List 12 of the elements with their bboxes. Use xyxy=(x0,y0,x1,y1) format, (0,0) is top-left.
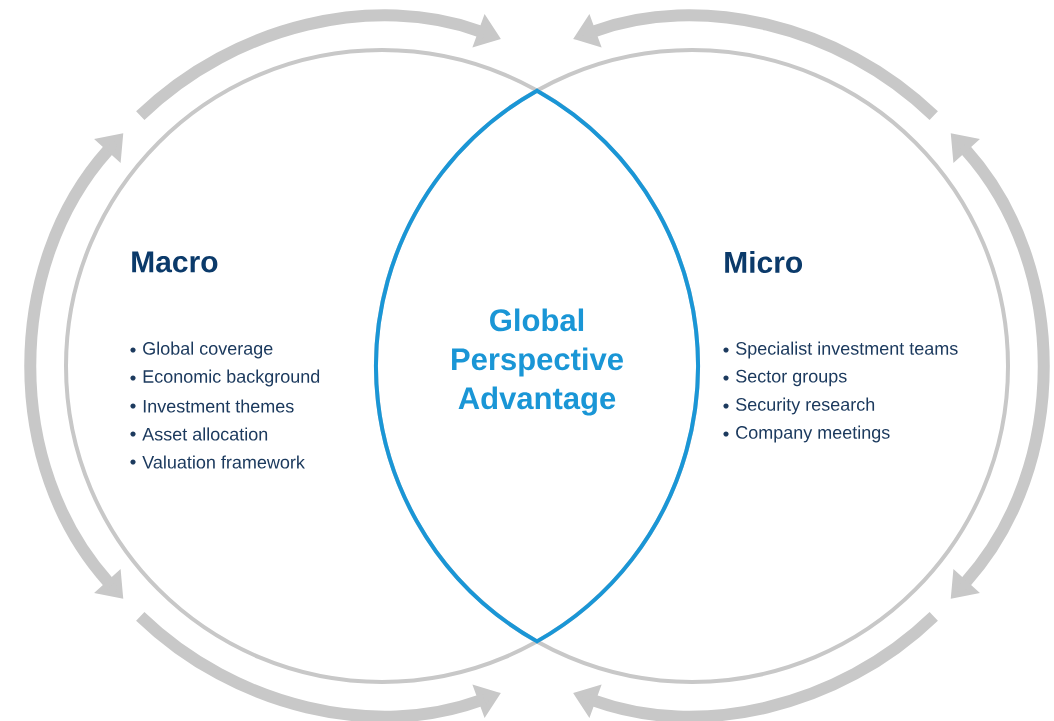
bullet-item: Security research xyxy=(723,397,875,415)
bullet-item: Asset allocation xyxy=(130,427,268,441)
heading: Micro xyxy=(725,251,803,274)
bullet-item: Company meetings xyxy=(723,425,890,443)
bullet-item: Specialist investment teams xyxy=(723,341,958,359)
heading: Macro xyxy=(132,251,218,273)
bullet-item: Valuation framework xyxy=(130,455,305,469)
bullet-item: Economic background xyxy=(130,369,320,387)
center-title: Global Perspective Advantage xyxy=(452,308,623,416)
bullet-item: Global coverage xyxy=(130,341,273,359)
bullet-item: Investment themes xyxy=(130,399,294,413)
bullet-item: Sector groups xyxy=(723,369,847,387)
